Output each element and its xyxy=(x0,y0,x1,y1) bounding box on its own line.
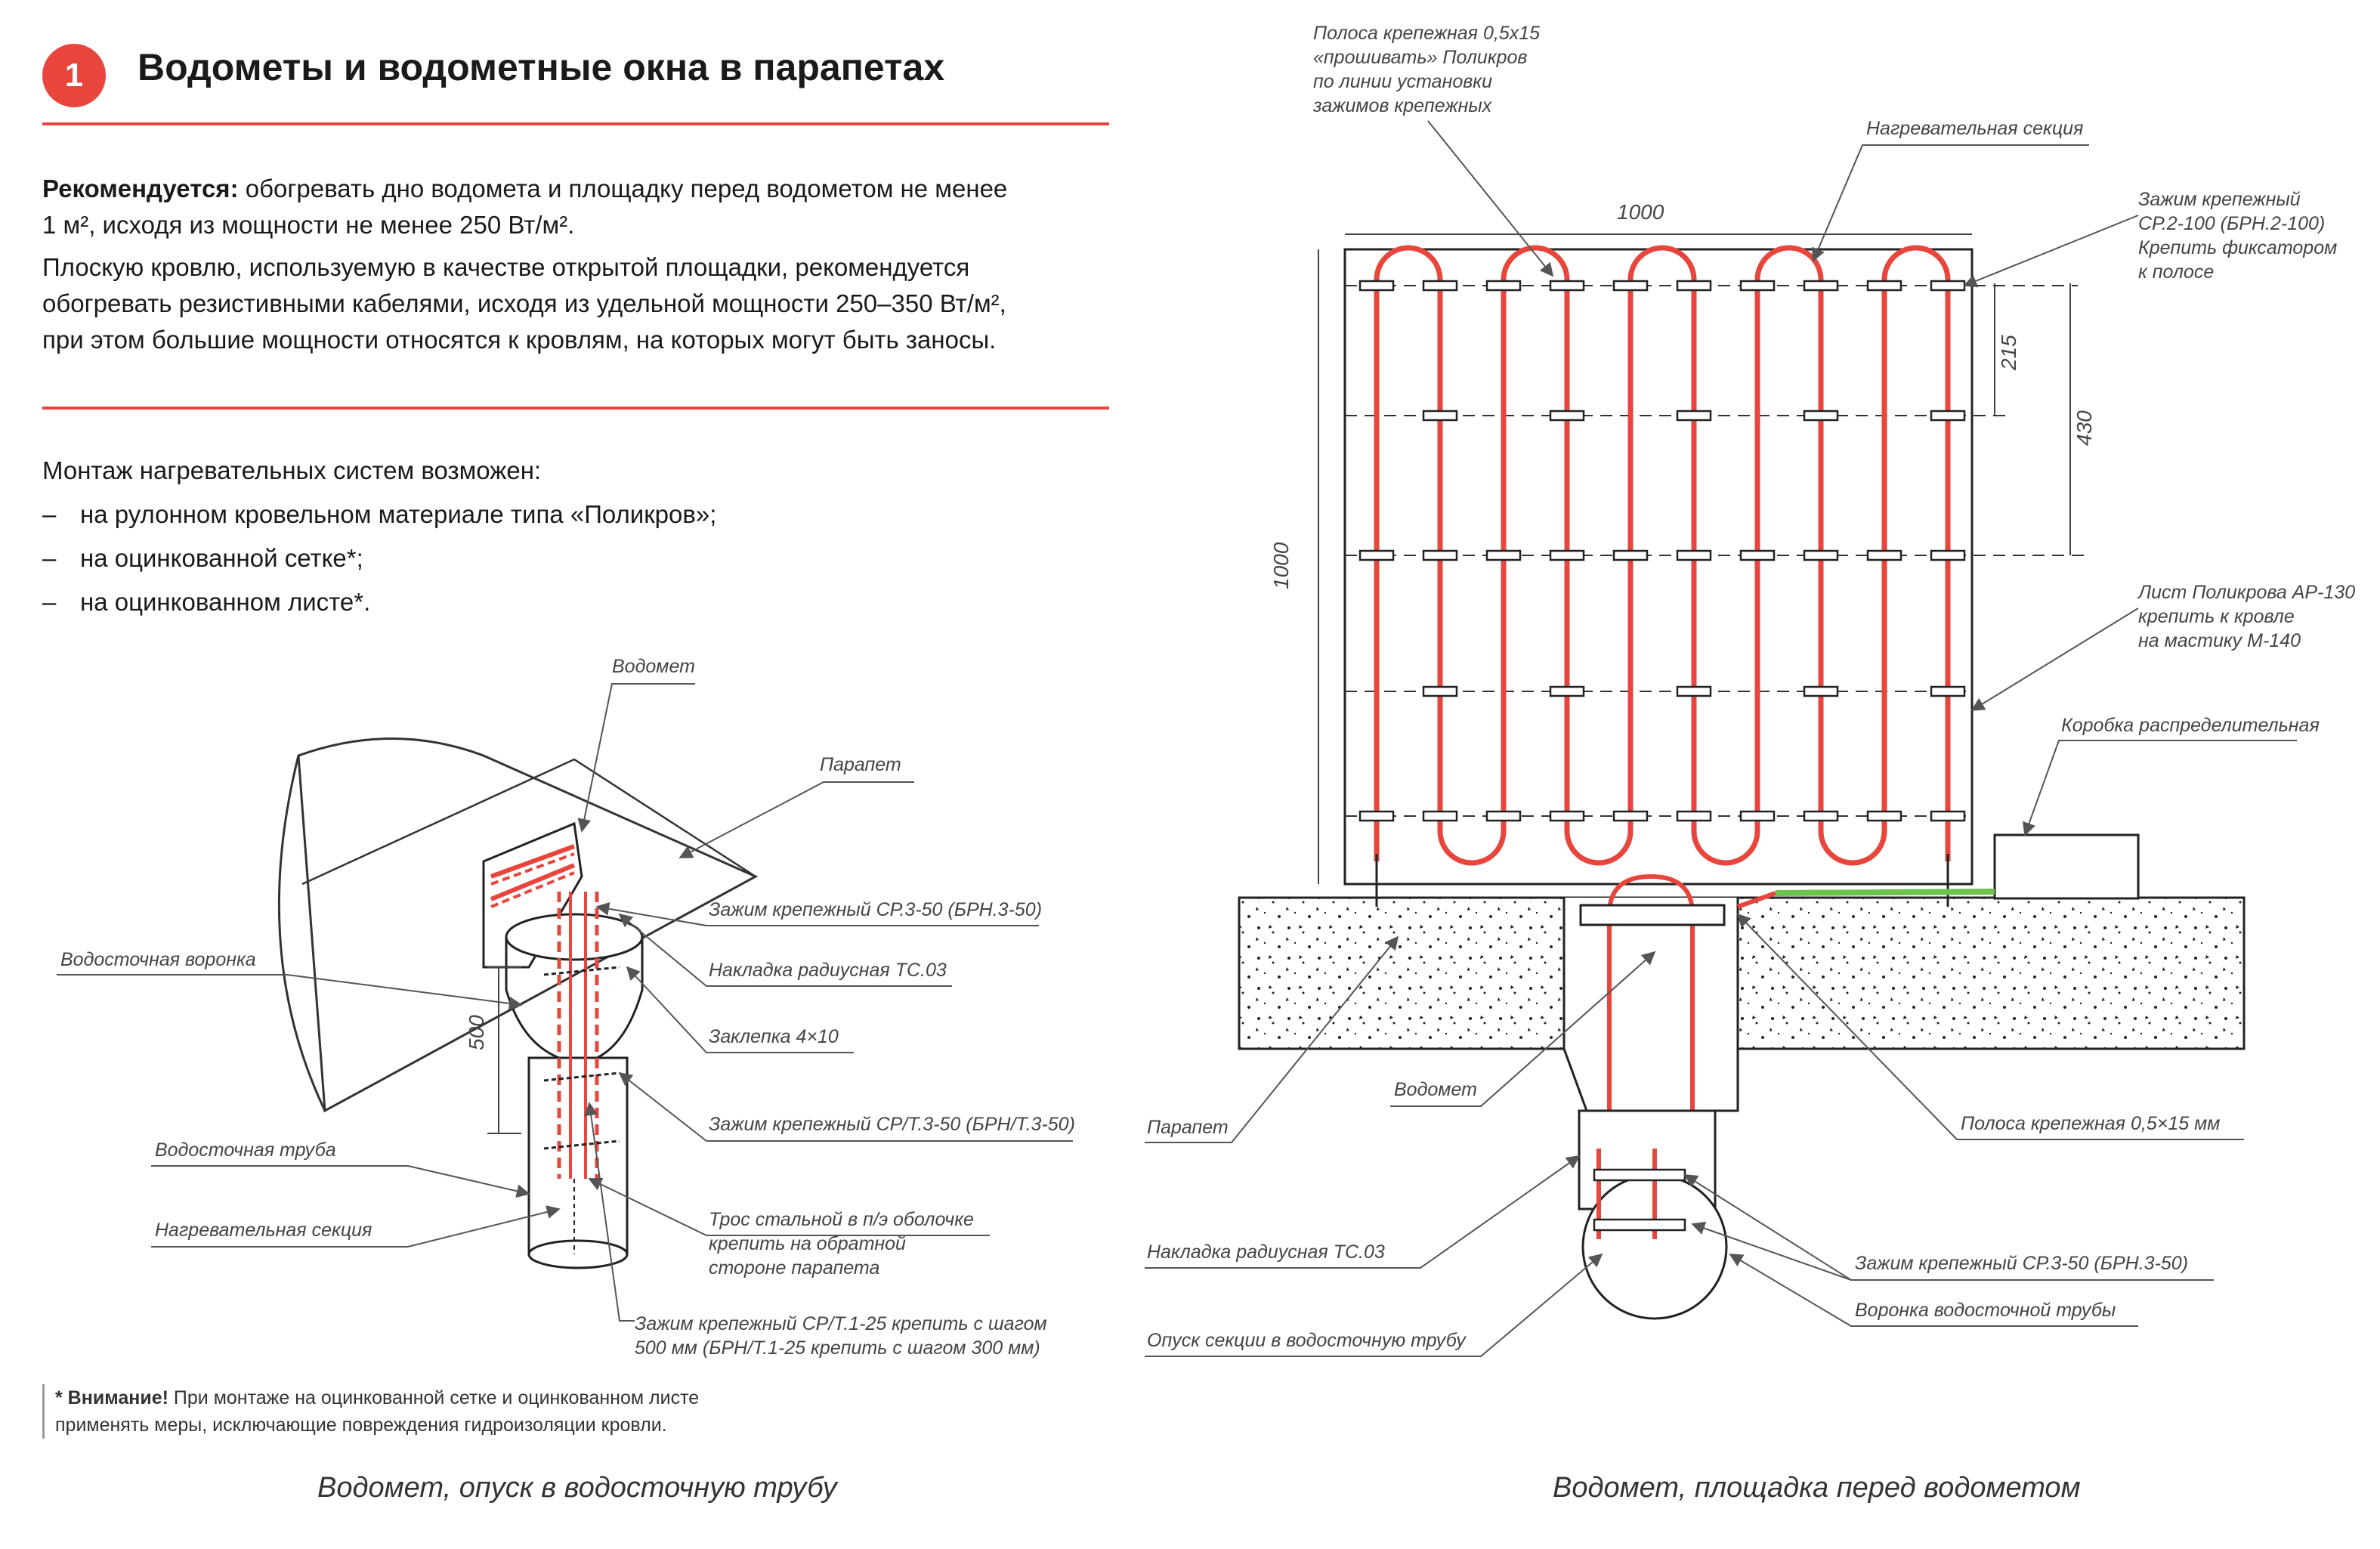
label-clamp-2: СР.2-100 (БРН.2-100) xyxy=(2138,213,2325,234)
label-strip-4: зажимов крепежных xyxy=(1312,95,1493,116)
roof-text-3: при этом большие мощности относятся к кр… xyxy=(42,326,997,354)
label-funnel: Водосточная воронка xyxy=(60,949,256,970)
label-clamp-4: к полосе xyxy=(2138,261,2214,283)
roof-text-2: обогревать резистивными кабелями, исходя… xyxy=(42,289,1006,317)
label-rope-1: Трос стальной в п/э оболочке xyxy=(709,1209,974,1230)
intro-divider xyxy=(42,407,1109,410)
dim-500: 500 xyxy=(465,1015,488,1050)
warning-text-2: применять меры, исключающие повреждения … xyxy=(55,1415,667,1436)
recommendation-label: Рекомендуется: xyxy=(42,175,239,203)
label-box: Коробка распределительная xyxy=(2061,715,2320,736)
label-sheet-2: крепить к кровле xyxy=(2138,606,2295,627)
label-strip-1: Полоса крепежная 0,5х15 xyxy=(1313,23,1540,44)
roof-text-1: Плоскую кровлю, используемую в качестве … xyxy=(42,253,970,281)
parapet-outline xyxy=(297,737,759,1113)
title-divider xyxy=(42,122,1109,125)
label-rope-3: стороне парапета xyxy=(709,1257,879,1278)
right-diagram: 1000 1000 215 430 xyxy=(1145,23,2355,1357)
label-vodomet: Водомет xyxy=(612,656,695,677)
dim-215: 215 xyxy=(1997,335,2020,371)
label-rivet: Заклепка 4×10 xyxy=(709,1026,839,1047)
label-heat-section: Нагревательная секция xyxy=(1866,118,2083,139)
warning-text-1: При монтаже на оцинкованной сетке и оцин… xyxy=(168,1387,700,1408)
label-funnel: Воронка водосточной трубы xyxy=(1855,1300,2116,1321)
label-descent: Опуск секции в водосточную трубу xyxy=(1147,1330,1467,1351)
label-clamp-3: Крепить фиксатором xyxy=(2138,237,2337,258)
power-cable xyxy=(1775,889,1995,896)
left-diagram: 500 Водомет Парапет Зажим крепежный СР.3… xyxy=(57,656,1075,1359)
label-clamp-1: Зажим крепежный xyxy=(2138,189,2301,210)
downpipe xyxy=(527,1056,629,1256)
label-rope-2: крепить на обратной xyxy=(709,1233,906,1254)
label-clamp-t: Зажим крепежный СР/Т.3-50 (БРН/Т.3-50) xyxy=(709,1114,1075,1135)
label-parapet: Парапет xyxy=(1147,1117,1229,1138)
roof-paragraph: Плоскую кровлю, используемую в качестве … xyxy=(42,249,1115,358)
mount-item: –на оцинкованном листе*. xyxy=(42,588,371,616)
recommendation-text-2: 1 м², исходя из мощности не менее 250 Вт… xyxy=(42,211,575,239)
label-overlay: Накладка радиусная ТС.03 xyxy=(709,960,947,981)
mount-heading: Монтаж нагревательных систем возможен: xyxy=(42,456,542,484)
label-clamp: Зажим крепежный СР.3-50 (БРН.3-50) xyxy=(709,899,1042,920)
dim-1000-top: 1000 xyxy=(1617,200,1664,224)
junction-box xyxy=(1993,833,2140,900)
label-section: Нагревательная секция xyxy=(155,1220,372,1241)
label-sheet-1: Лист Поликрова АР-130 xyxy=(2137,582,2355,603)
label-strip-mm: Полоса крепежная 0,5×15 мм xyxy=(1961,1113,2220,1134)
parapet-slab xyxy=(1238,896,2246,1050)
label-clamp-t1-1: Зажим крепежный СР/Т.1-25 крепить с шаго… xyxy=(635,1313,1047,1334)
heating-cable xyxy=(1374,245,1951,866)
recommendation-text: обогревать дно водомета и площадку перед… xyxy=(238,175,1008,203)
label-pipe: Водосточная труба xyxy=(155,1139,336,1161)
heating-pad xyxy=(1343,248,1974,886)
label-parapet: Парапет xyxy=(820,754,901,775)
clamp-grid xyxy=(1358,280,1966,822)
label-sheet-3: на мастику М-140 xyxy=(2138,630,2301,651)
warning-label: * Внимание! xyxy=(55,1387,168,1408)
recommendation-paragraph: Рекомендуется: обогревать дно водомета и… xyxy=(42,171,1115,243)
page-title: Водометы и водометные окна в парапетах xyxy=(138,46,945,88)
label-strip-3: по линии установки xyxy=(1313,71,1492,92)
warning-note: * Внимание! При монтаже на оцинкованной … xyxy=(42,1384,699,1439)
label-strip-2: «прошивать» Поликров xyxy=(1313,47,1527,68)
mount-item: –на оцинкованной сетке*; xyxy=(42,544,363,572)
label-overlay: Накладка радиусная ТС.03 xyxy=(1147,1241,1385,1263)
left-caption: Водомет, опуск в водосточную трубу xyxy=(317,1472,837,1504)
mount-item: –на рулонном кровельном материале типа «… xyxy=(42,500,717,528)
section-number-badge: 1 xyxy=(42,44,106,107)
label-clamp-sr: Зажим крепежный СР.3-50 (БРН.3-50) xyxy=(1855,1253,2188,1274)
label-vodomet: Водомет xyxy=(1394,1079,1477,1100)
dim-1000-left: 1000 xyxy=(1269,542,1293,589)
label-clamp-t1-2: 500 мм (БРН/Т.1-25 крепить с шагом 300 м… xyxy=(635,1337,1040,1359)
vodomet-tray xyxy=(1579,904,1726,926)
right-caption: Водомет, площадка перед водометом xyxy=(1553,1472,2081,1504)
dim-430: 430 xyxy=(2072,410,2096,446)
